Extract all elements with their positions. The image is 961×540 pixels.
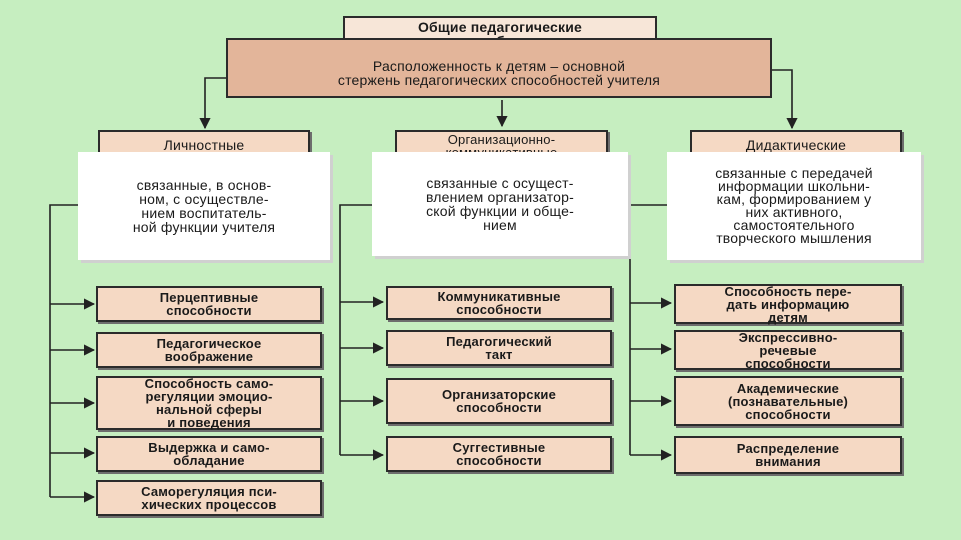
item-ekspressivno-rechevye: Экспрессивно- речевые способности — [674, 330, 902, 370]
item-vyderzhka: Выдержка и само- обладание — [96, 436, 322, 472]
item-suggestivnye: Суггестивные способности — [386, 436, 612, 472]
middle-trunk — [339, 204, 378, 455]
item-takt: Педагогический такт — [386, 330, 612, 366]
item-samoregulyaciya-emocii: Способность само- регуляции эмоцио- наль… — [96, 376, 322, 430]
arrow-to-lichnostnye — [199, 77, 226, 130]
item-peredat-informaciyu: Способность пере- дать информацию детям — [674, 284, 902, 324]
core-statement: Расположенность к детям – основной стерж… — [226, 38, 772, 98]
description-organizacionno: связанные с осущест- влением организатор… — [372, 152, 628, 256]
description-didakticheskie: связанные с передачей информации школьни… — [667, 152, 921, 260]
arrow-to-didakticheskie — [772, 69, 798, 130]
description-lichnostnye: связанные, в основ- ном, с осуществле- н… — [78, 152, 330, 260]
item-percept: Перцептивные способности — [96, 286, 322, 322]
item-samoregulyaciya-processov: Саморегуляция пси- хических процессов — [96, 480, 322, 516]
right-trunk — [629, 204, 667, 455]
item-akademicheskie: Академические (познавательные) способнос… — [674, 376, 902, 426]
item-kommunikativnye: Коммуникативные способности — [386, 286, 612, 320]
item-voobrazhenie: Педагогическое воображение — [96, 332, 322, 368]
item-organizatorskie: Организаторские способности — [386, 378, 612, 424]
item-raspredelenie-vnimaniya: Распределение внимания — [674, 436, 902, 474]
